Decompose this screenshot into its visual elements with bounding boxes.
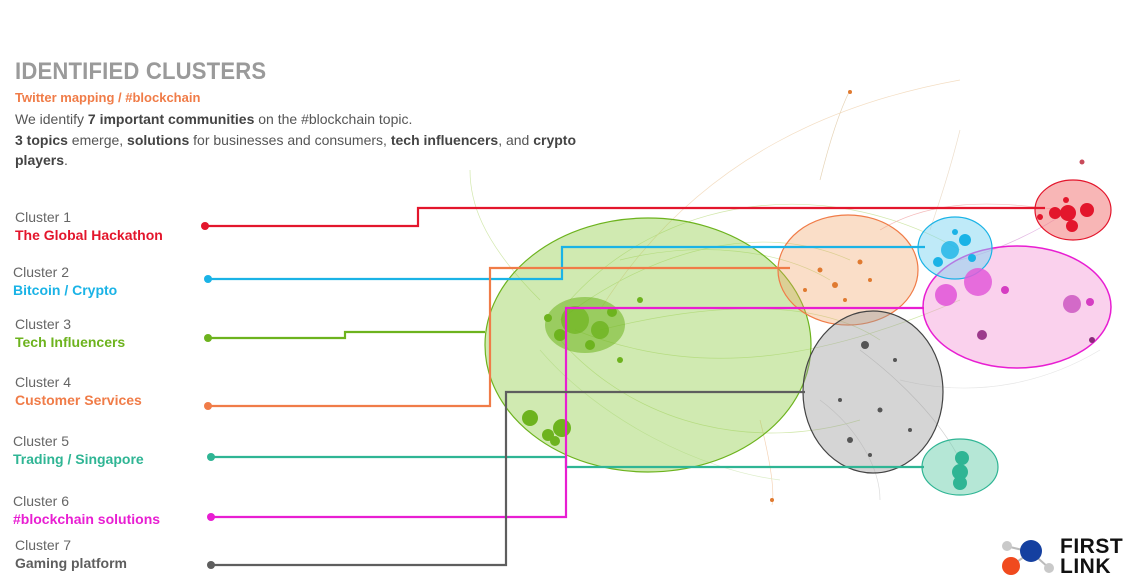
description-line-2: 3 topics emerge, solutions for businesse… — [15, 131, 577, 169]
cluster-5-label: Cluster 5 Trading / Singapore — [13, 433, 144, 467]
connector-cluster-5 — [211, 455, 924, 469]
cluster-7-nodes — [838, 341, 912, 457]
firstlink-logo-icon — [1002, 540, 1054, 575]
connector-cluster-2 — [208, 245, 925, 281]
connector-cluster-7 — [211, 390, 805, 567]
connector-endpoints — [201, 222, 215, 569]
cluster-1-nodes — [1037, 159, 1094, 232]
connector-cluster-3 — [208, 330, 485, 340]
cluster-2-label: Cluster 2 Bitcoin / Crypto — [13, 264, 118, 298]
connector-cluster-1 — [205, 206, 1045, 228]
cluster-7-label: Cluster 7 Gaming platform — [15, 537, 128, 571]
description-line-1: We identify 7 important communities on t… — [15, 111, 413, 127]
connector-cluster-4 — [208, 266, 790, 408]
cluster-2-nodes — [933, 229, 976, 267]
cluster-4-label: Cluster 4 Customer Services — [15, 374, 142, 408]
cluster-5-nodes — [952, 451, 969, 490]
firstlink-logo-text: FIRST LINK — [1060, 535, 1124, 578]
cluster-3-ellipse — [484, 217, 812, 473]
cluster-6-nodes — [935, 268, 1095, 343]
cluster-1-label: Cluster 1 The Global Hackathon — [15, 209, 163, 243]
cluster-6-label: Cluster 6 #blockchain solutions — [13, 493, 161, 527]
cluster-4-ellipse — [777, 214, 919, 326]
connector-lines — [205, 206, 1045, 567]
description: We identify 7 important communities on t… — [15, 109, 605, 171]
cluster-3-label: Cluster 3 Tech Influencers — [15, 316, 126, 350]
cluster-7-ellipse — [802, 310, 944, 474]
connector-cluster-6 — [211, 306, 924, 519]
cluster-4-nodes — [770, 90, 872, 502]
page-title: IDENTIFIED CLUSTERS — [15, 58, 267, 85]
page-subtitle: Twitter mapping / #blockchain — [15, 90, 201, 105]
